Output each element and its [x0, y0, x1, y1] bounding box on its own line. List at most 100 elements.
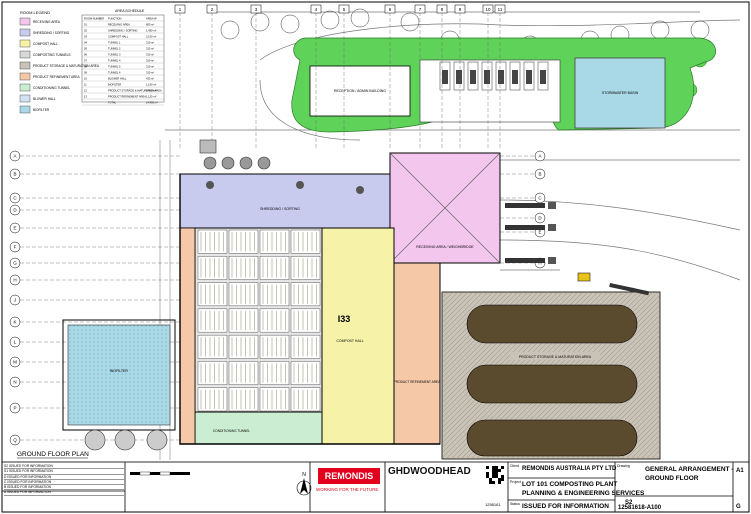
grid-row-label: Q — [13, 438, 17, 443]
schedule-cell: TOTAL — [108, 101, 117, 105]
grid-row-bubble — [9, 402, 21, 414]
grid-row-label: D — [13, 208, 17, 213]
tunnel-bay — [228, 361, 259, 385]
grid-row-bubble — [9, 257, 21, 269]
plan-title: GROUND FLOOR PLAN — [17, 451, 89, 459]
schedule-title: AREA SCHEDULE — [115, 9, 145, 13]
grid-col-bubble — [494, 4, 506, 14]
grid-row-label: D — [538, 216, 542, 221]
schedule-cell: TUNNEL 2 — [108, 47, 121, 51]
main-building: SHREDDING / SORTING RECEIVING AREA / WEI… — [179, 139, 501, 445]
revision-row: A ISSUED FOR INFORMATION — [4, 490, 124, 496]
tree-icon — [220, 20, 240, 40]
grid-row-label: E — [538, 230, 541, 235]
grid-row-bubble — [9, 222, 21, 234]
schedule-cell: 09 — [84, 71, 87, 75]
grid-row-label: H — [13, 278, 16, 283]
legend-label: CONDITIONING TUNNEL — [33, 86, 70, 90]
tunnel-bay — [290, 387, 321, 412]
legend-swatch — [19, 61, 31, 70]
schedule-cell: 1,120 m² — [146, 95, 156, 99]
tunnel-bay — [197, 282, 228, 307]
legend-swatch — [19, 72, 31, 81]
tunnel-bays — [197, 229, 321, 412]
tunnel-bay — [228, 229, 259, 254]
drawing-line1: GENERAL ARRANGEMENT - — [645, 466, 734, 473]
tunnel-bay — [259, 282, 290, 307]
biofilter: BIOFILTER — [62, 319, 176, 451]
schedule-cell: 03 — [84, 35, 87, 39]
tunnel-bay — [290, 334, 321, 359]
legend-label: SHREDDING / SORTING — [33, 31, 70, 35]
tanks — [199, 139, 271, 170]
schedule-cell: 310 m² — [146, 65, 154, 69]
revision-row: D ISSUED FOR INFORMATION — [4, 475, 124, 480]
tunnel-bay — [228, 282, 259, 307]
tunnel-bay — [197, 229, 228, 254]
grid-row-bubble — [534, 168, 546, 180]
status-value: ISSUED FOR INFORMATION — [522, 503, 609, 510]
client-name: REMONDIS AUSTRALIA PTY LTD — [522, 466, 617, 472]
grid-row-bubble — [9, 376, 21, 388]
drawing-line2: GROUND FLOOR — [645, 475, 699, 482]
schedule-cell: 13 — [84, 95, 87, 99]
tunnel-bay — [259, 256, 290, 280]
grid-col-label: 4 — [315, 7, 318, 12]
schedule-cell: 310 m² — [146, 71, 154, 75]
schedule-cell: 850 m² — [146, 23, 154, 27]
grid-row-bubble — [9, 294, 21, 306]
schedule-cell: 310 m² — [146, 47, 154, 51]
schedule-cell: 06 — [84, 53, 87, 57]
grid-row-bubble — [9, 204, 21, 216]
revision-code: S2 — [625, 500, 633, 506]
legend-label: PRODUCT REFINEMENT AREA — [33, 75, 81, 79]
tree-icon — [350, 8, 370, 28]
project-label: Project — [510, 480, 521, 484]
ground-floor-title: GROUND FLOOR PLAN — [17, 451, 89, 458]
tree-icon — [400, 12, 420, 32]
schedule-cell: 1,150 m² — [146, 83, 156, 87]
tunnel-bay — [290, 229, 321, 254]
schedule-cell: TUNNEL 1 — [108, 41, 121, 45]
tunnel-bay — [290, 256, 321, 280]
grid-col-label: 10 — [485, 7, 491, 12]
tunnel-bay — [197, 387, 228, 412]
schedule-cell: ROOM NUMBER — [84, 17, 104, 21]
title-block — [1, 461, 750, 513]
schedule-cell: 02 — [84, 29, 87, 33]
tunnel-bay — [259, 361, 290, 385]
biofilter-label: BIOFILTER — [110, 369, 128, 373]
drawing-label: Drawing — [617, 464, 630, 468]
legend-swatch — [19, 94, 31, 103]
revision-row: S2 ISSUED FOR INFORMATION — [4, 464, 124, 470]
tunnel-bay — [197, 334, 228, 359]
remondis-logo: REMONDIS — [318, 468, 380, 484]
grid-row-bubble — [9, 150, 21, 162]
revision-row: B ISSUED FOR INFORMATION — [4, 485, 124, 491]
schedule-cell: 310 m² — [146, 53, 154, 57]
schedule-cell: PRODUCT STORAGE & MATURATION AREA — [108, 89, 162, 93]
schedule-cell: 310 m² — [146, 59, 154, 63]
grid-row-bubble — [9, 356, 21, 368]
grid-row-label: B — [538, 172, 541, 177]
schedule-cell: 01 — [84, 23, 87, 27]
remondis-tagline: WORKING FOR THE FUTURE — [316, 487, 379, 492]
stormwater-basin — [574, 57, 666, 129]
grid-row-bubble — [9, 316, 21, 328]
schedule-cell: 04 — [84, 41, 87, 45]
schedule-cell: TUNNEL 5 — [108, 65, 121, 69]
grid-col-label: 8 — [441, 7, 444, 12]
grid-row-bubble — [9, 192, 21, 204]
schedule-cell: TUNNEL 3 — [108, 53, 121, 57]
landscape-island: RECEPTION / ADMIN BUILDING STORMWATER BA… — [291, 37, 716, 133]
tunnel-bay — [259, 308, 290, 333]
grid-col-bubble — [384, 4, 396, 14]
legend-swatch — [19, 17, 31, 26]
legend-swatch — [19, 83, 31, 92]
blower-hall — [179, 227, 196, 445]
legend-label: PRODUCT STORAGE & MATURATION AREA — [33, 64, 100, 68]
tunnel-bay — [259, 229, 290, 254]
receiving-label: RECEIVING AREA / WEIGHBRIDGE — [416, 245, 474, 249]
grid-col-bubble — [436, 4, 448, 14]
